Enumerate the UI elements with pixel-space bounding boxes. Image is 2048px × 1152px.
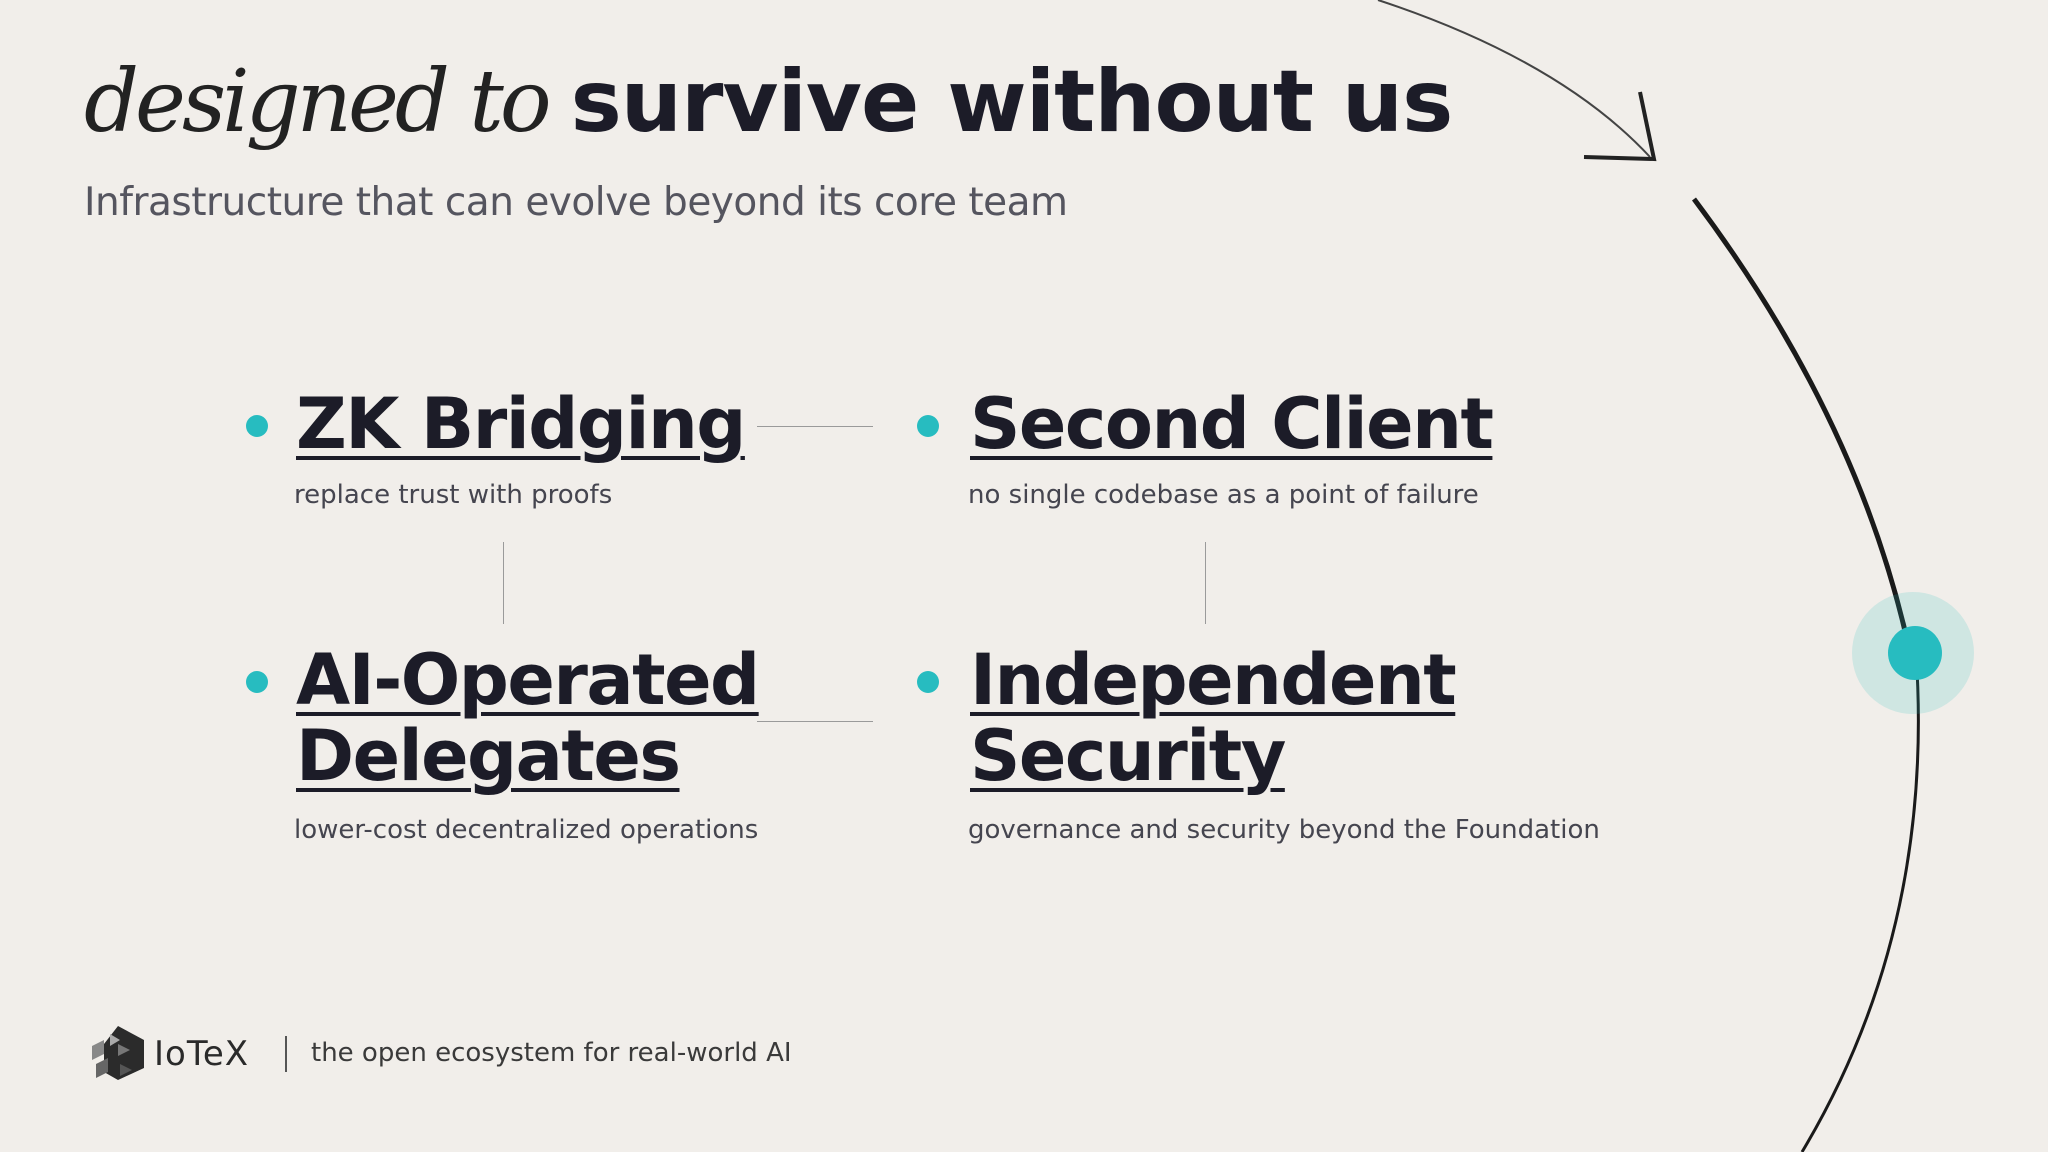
heading-line: Security bbox=[970, 715, 1286, 797]
bullet-dot bbox=[246, 671, 268, 693]
arrow-arc bbox=[1377, 0, 1651, 158]
item-description: governance and security beyond the Found… bbox=[968, 815, 1600, 845]
item-description: replace trust with proofs bbox=[294, 480, 613, 510]
item-heading-ai-operated-delegates: AI-Operated Delegates bbox=[296, 639, 760, 797]
page-title: designed to survive without us bbox=[84, 52, 1454, 152]
orbit-arc-lower bbox=[1800, 652, 1920, 1152]
heading-line: AI-Operated bbox=[296, 639, 760, 721]
footer-divider bbox=[285, 1036, 287, 1072]
footer-tagline: the open ecosystem for real-world AI bbox=[311, 1038, 792, 1068]
connector-line bbox=[503, 542, 504, 624]
connector-line bbox=[1205, 542, 1206, 624]
item-heading-independent-security: Independent Security bbox=[970, 639, 1457, 797]
heading-line: Independent bbox=[970, 639, 1457, 721]
brand-name: IoTeX bbox=[154, 1034, 250, 1074]
bullet-dot bbox=[917, 415, 939, 437]
title-bold: survive without us bbox=[570, 52, 1454, 152]
connector-line bbox=[757, 426, 873, 427]
item-description: no single codebase as a point of failure bbox=[968, 480, 1479, 510]
heading-line: Delegates bbox=[296, 715, 681, 797]
subtitle: Infrastructure that can evolve beyond it… bbox=[84, 180, 1068, 225]
arrow-head-icon bbox=[1583, 91, 1657, 162]
connector-line bbox=[757, 721, 873, 722]
orbit-arc-upper bbox=[1692, 197, 1913, 654]
title-italic: designed to bbox=[84, 52, 552, 152]
orbit-dot bbox=[1888, 626, 1942, 680]
bullet-dot bbox=[246, 415, 268, 437]
item-heading-second-client: Second Client bbox=[970, 383, 1494, 465]
item-heading-zk-bridging: ZK Bridging bbox=[296, 383, 746, 465]
iotex-logo-icon bbox=[92, 1026, 144, 1080]
bullet-dot bbox=[917, 671, 939, 693]
item-description: lower-cost decentralized operations bbox=[294, 815, 759, 845]
